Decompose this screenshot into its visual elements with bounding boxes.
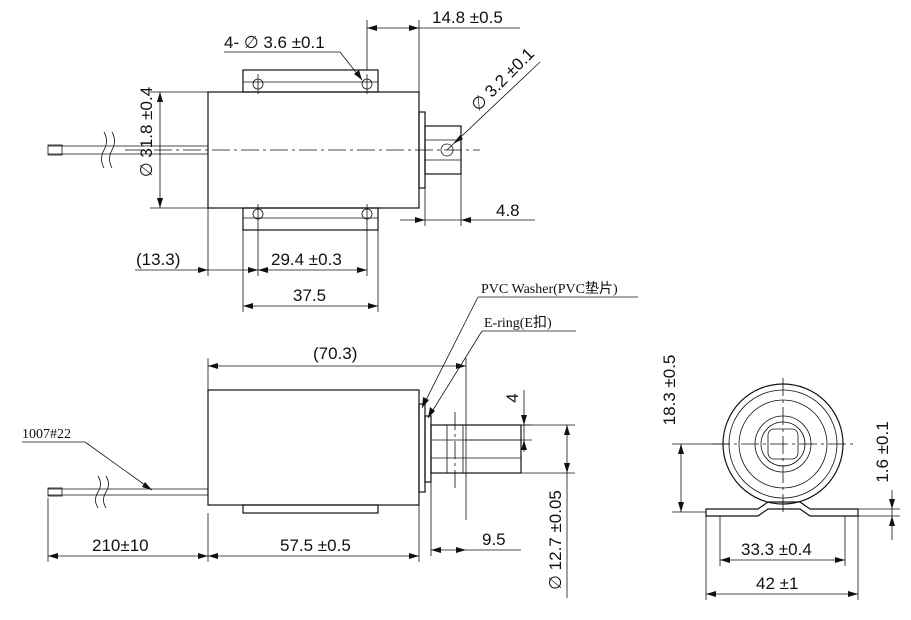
ering-label: E-ring(E扣) (484, 315, 552, 331)
dim-thickness: 1.6 ±0.1 (873, 421, 892, 482)
dim-plunger-out: 9.5 (482, 530, 506, 549)
dim-hole-pitch-end: 33.3 ±0.4 (741, 540, 812, 559)
top-tab-upper (242, 69, 379, 93)
side-body (207, 389, 420, 506)
hole-callout: 4- ∅ 3.6 ±0.1 (224, 33, 325, 52)
dim-plunger-dia: ∅ 12.7 ±0.05 (546, 490, 565, 590)
dim-plunger-ext: 14.8 ±0.5 (432, 8, 503, 27)
dim-hole-pitch: 29.4 ±0.3 (271, 250, 342, 269)
wire-break-icon (101, 131, 115, 169)
dim-stroke: 4 (503, 393, 522, 402)
dim-width: 42 ±1 (756, 574, 798, 593)
dim-body: 57.5 ±0.5 (280, 536, 351, 555)
dim-diameter: ∅ 31.8 ±0.4 (137, 87, 156, 177)
dim-bracket: 37.5 (293, 286, 326, 305)
dim-overall: (70.3) (313, 344, 357, 363)
dim-pin-hole: ∅ 3.2 ±0.1 (467, 44, 538, 115)
end-view: 18.3 ±0.5 1.6 ±0.1 33.3 ±0.4 42 ±1 (660, 355, 900, 600)
pvc-washer-label: PVC Washer(PVC垫片) (481, 281, 618, 297)
wire-label: 1007#22 (22, 427, 71, 442)
wire-break-icon (95, 475, 109, 509)
top-view: ∅ 31.8 ±0.4 4- ∅ 3.6 ±0.1 14.8 ±0.5 ∅ 3.… (47, 8, 541, 312)
dim-washer: 4.8 (496, 201, 520, 220)
side-view: PVC Washer(PVC垫片) E-ring(E扣) (70.3) 1007… (22, 281, 638, 598)
dim-center-height: 18.3 ±0.5 (660, 355, 679, 426)
top-tab-lower (242, 207, 379, 231)
side-plunger (430, 424, 522, 474)
side-bracket (242, 504, 379, 514)
mount-hole-icon (252, 74, 373, 224)
dim-ref-offset: (13.3) (136, 250, 180, 269)
dim-lead: 210±10 (92, 536, 149, 555)
